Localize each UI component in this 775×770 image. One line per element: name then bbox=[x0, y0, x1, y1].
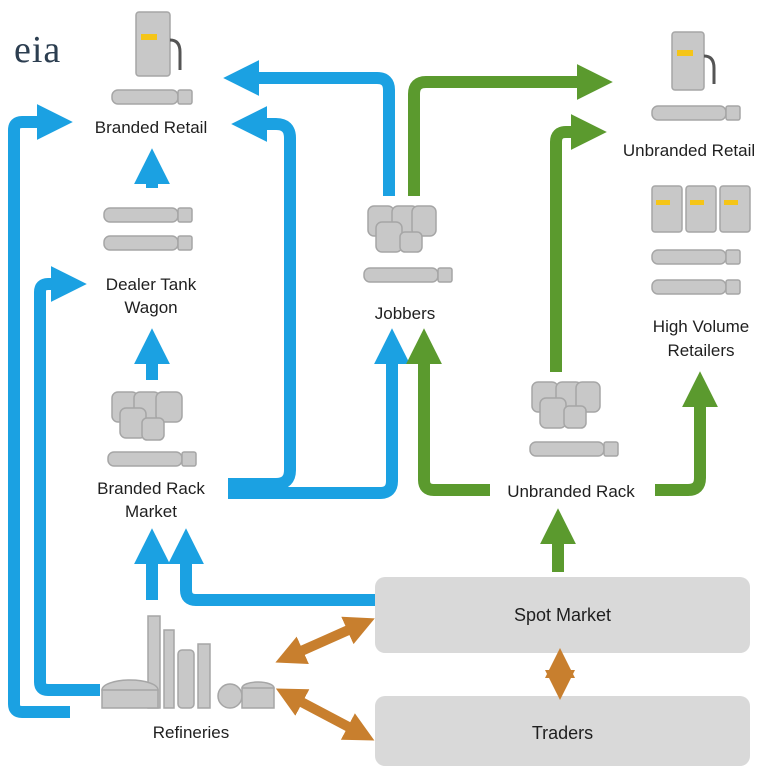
tanker-truck-icon bbox=[651, 249, 741, 265]
gas-pump-icon bbox=[671, 31, 716, 91]
arrow-jobbers-to-branded-retail bbox=[223, 60, 395, 196]
gas-pump-icon bbox=[135, 11, 182, 77]
arrow-spot-market-to-branded-rack bbox=[168, 528, 375, 606]
label-dealer-tank-wagon-line1: Dealer Tank bbox=[105, 275, 197, 294]
label-branded-rack-line1: Branded Rack bbox=[97, 479, 205, 498]
trading-flows bbox=[275, 616, 575, 741]
storage-tanks-icon bbox=[531, 381, 601, 429]
arrow-unbranded-rack-to-high-volume bbox=[655, 371, 718, 496]
storage-tanks-icon bbox=[367, 205, 437, 253]
arrow-jobbers-to-unbranded-retail bbox=[408, 64, 613, 196]
arrow-unbranded-rack-to-jobbers bbox=[406, 328, 490, 496]
tanker-truck-icon bbox=[363, 267, 453, 283]
label-refineries: Refineries bbox=[152, 723, 230, 742]
storage-tanks-icon bbox=[111, 391, 183, 441]
arrow-refineries-traders bbox=[275, 688, 375, 741]
arrow-refineries-to-branded-retail bbox=[8, 104, 73, 718]
spot-market-box bbox=[375, 577, 750, 653]
arrow-unbranded-rack-to-unbranded-retail bbox=[550, 114, 607, 372]
arrow-refineries-to-dealer-tank-wagon bbox=[34, 266, 100, 696]
label-branded-retail: Branded Retail bbox=[94, 118, 208, 137]
arrow-refineries-spot-market bbox=[275, 616, 375, 665]
tanker-truck-icon bbox=[651, 279, 741, 295]
tanker-truck-icon bbox=[111, 89, 193, 105]
arrow-branded-rack-to-branded-retail bbox=[228, 106, 296, 490]
label-unbranded-retail: Unbranded Retail bbox=[622, 141, 756, 160]
label-spot-market: Spot Market bbox=[513, 605, 612, 625]
tanker-truck-icon bbox=[107, 451, 197, 467]
label-dealer-tank-wagon-line2: Wagon bbox=[124, 298, 178, 317]
gas-pump-icon bbox=[651, 185, 751, 233]
branded-flows bbox=[8, 60, 410, 718]
arrow-branded-rack-to-jobbers bbox=[228, 328, 410, 499]
tanker-truck-icon bbox=[103, 207, 193, 223]
label-jobbers: Jobbers bbox=[374, 304, 436, 323]
label-branded-rack-line2: Market bbox=[125, 502, 177, 521]
label-traders: Traders bbox=[531, 723, 594, 743]
label-high-volume-line1: High Volume bbox=[652, 317, 750, 336]
tanker-truck-icon bbox=[651, 105, 741, 121]
tanker-truck-icon bbox=[529, 441, 619, 457]
tanker-truck-icon bbox=[103, 235, 193, 251]
traders-box bbox=[375, 696, 750, 766]
label-high-volume-line2: Retailers bbox=[667, 341, 735, 360]
unbranded-flows bbox=[406, 64, 718, 572]
label-unbranded-rack: Unbranded Rack bbox=[507, 482, 635, 501]
eia-logo: eia bbox=[14, 29, 62, 71]
refinery-icon bbox=[101, 615, 275, 709]
